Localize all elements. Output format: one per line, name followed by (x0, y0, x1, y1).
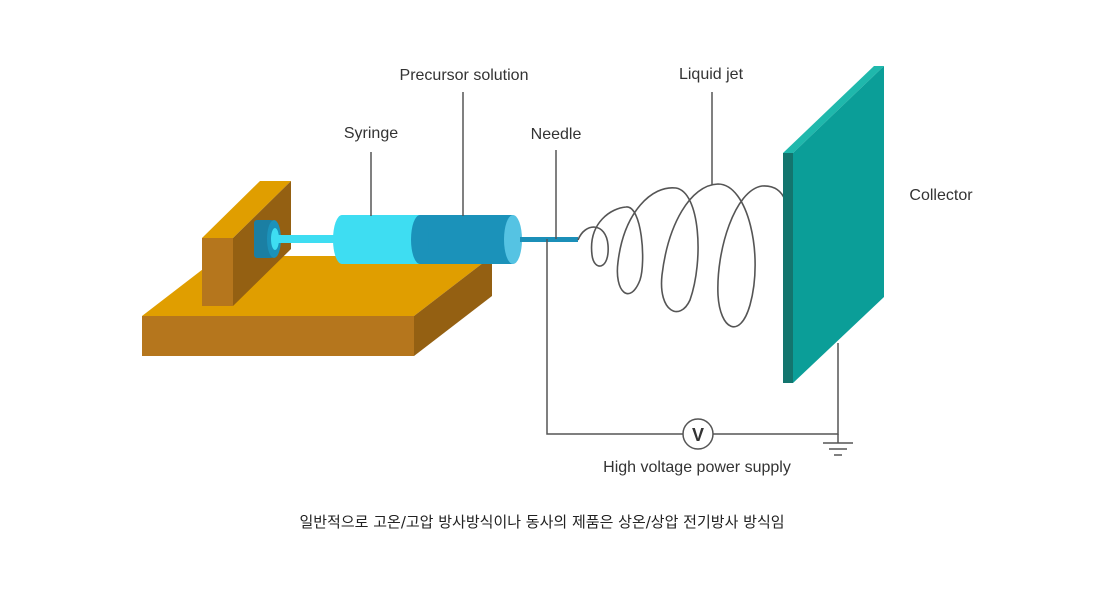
collector (783, 66, 884, 383)
circuit (546, 239, 853, 456)
needle (520, 237, 578, 242)
syringe-cap (504, 215, 522, 264)
plunger-rod (278, 235, 342, 243)
holder-top (202, 181, 291, 238)
collector-face (793, 66, 884, 383)
base-front (142, 316, 414, 356)
precursor-solution-fill (420, 215, 513, 264)
label-power-supply: High voltage power supply (603, 459, 791, 476)
voltmeter-symbol: V (692, 425, 704, 445)
syringe-barrel-end (333, 215, 351, 264)
base-platform (142, 256, 492, 356)
label-syringe: Syringe (344, 125, 398, 142)
voltmeter-circle (682, 418, 714, 450)
leader-lines (370, 92, 713, 239)
syringe (254, 215, 578, 264)
label-precursor-solution: Precursor solution (400, 67, 529, 84)
syringe-barrel (342, 215, 420, 264)
plunger-disc-highlight (271, 228, 279, 250)
wire-needle (546, 239, 683, 435)
label-collector: Collector (909, 187, 973, 204)
caption: 일반적으로 고온/고압 방사방식이나 동사의 제품은 상온/상압 전기방사 방식… (299, 513, 784, 531)
liquid-jet (577, 183, 786, 328)
label-needle: Needle (531, 126, 582, 143)
collector-top-edge (783, 66, 884, 153)
precursor-solution-start (411, 215, 429, 264)
base-side (414, 256, 492, 356)
voltmeter: V (682, 418, 714, 450)
holder-front (202, 238, 233, 306)
collector-side-edge (783, 153, 793, 383)
label-liquid-jet: Liquid jet (679, 66, 744, 83)
